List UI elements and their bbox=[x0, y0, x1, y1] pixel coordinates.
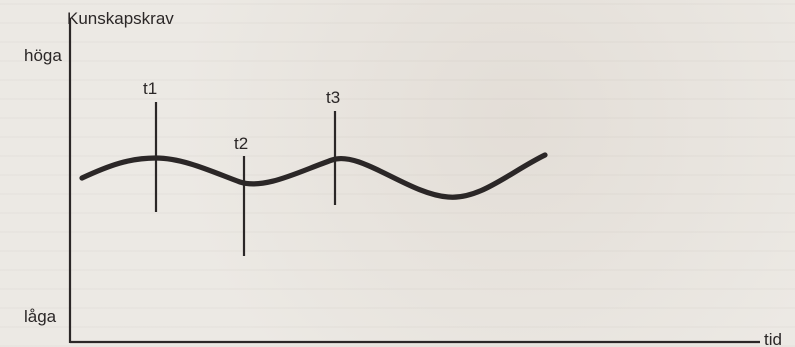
marker-label-t2: t2 bbox=[234, 134, 248, 153]
marker-label-t3: t3 bbox=[326, 88, 340, 107]
x-axis-label: tid bbox=[764, 330, 782, 347]
marker-label-t1: t1 bbox=[143, 79, 157, 98]
demand-wave-curve bbox=[79, 152, 548, 200]
y-axis-title: Kunskapskrav bbox=[67, 9, 174, 28]
y-high-label: höga bbox=[24, 46, 62, 65]
y-low-label: låga bbox=[24, 307, 57, 326]
